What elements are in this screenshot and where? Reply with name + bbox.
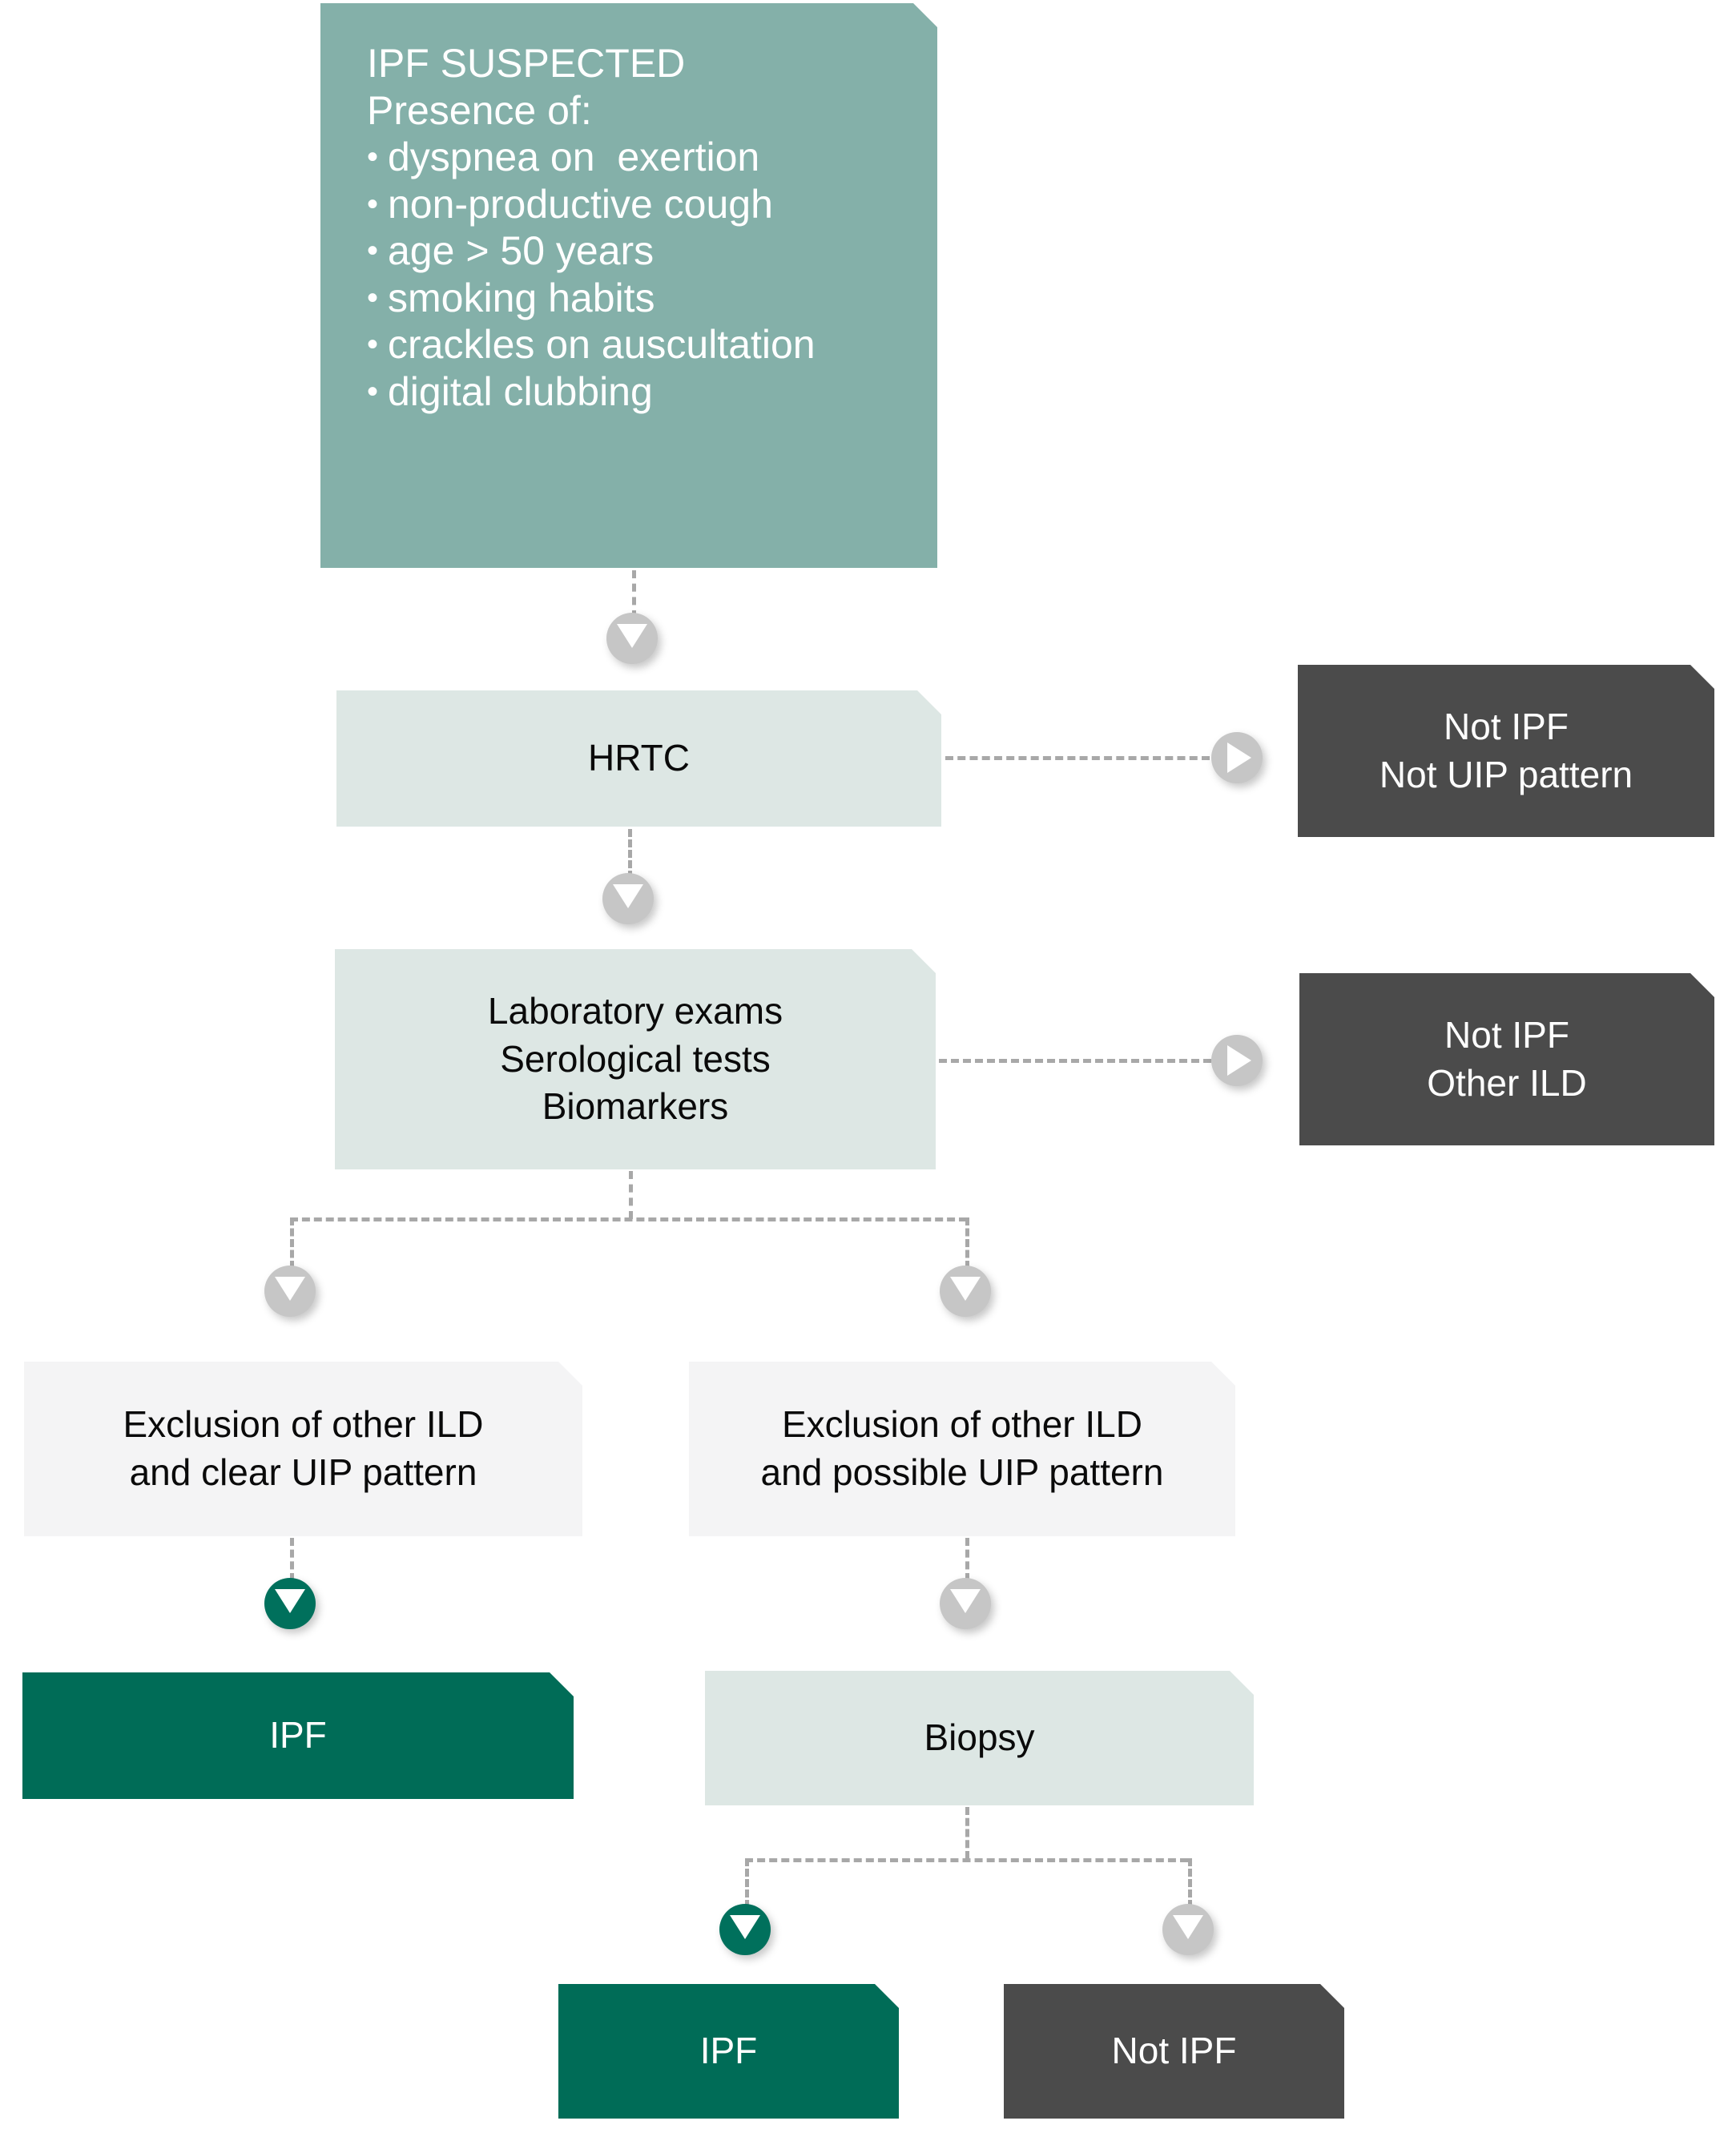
connector-exclusion-possible-to-biopsy <box>965 1538 969 1581</box>
connector-lab-branch-bar <box>290 1217 967 1221</box>
ipf-suspected-bullet-4: • smoking habits <box>367 275 655 322</box>
ipf-suspected-bullet-2-text: non-productive cough <box>388 181 773 227</box>
not-ipf-other-ild-line2: Other ILD <box>1427 1061 1587 1104</box>
bullet-dot-icon: • <box>367 186 379 222</box>
triangle-down-icon <box>950 1589 981 1613</box>
connector-suspected-to-hrtc <box>632 570 636 618</box>
marker-right-to-not-ipf-other-ild <box>1211 1035 1263 1086</box>
triangle-down-icon <box>950 1277 981 1301</box>
ipf-suspected-bullet-3: • age > 50 years <box>367 227 654 275</box>
exclusion-possible-line1: Exclusion of other ILD <box>781 1403 1142 1446</box>
exclusion-possible-line2: and possible UIP pattern <box>760 1451 1164 1493</box>
ipf-bottom-label: IPF <box>699 2030 758 2072</box>
triangle-down-icon <box>613 884 643 908</box>
node-ipf-left: IPF <box>22 1672 574 1799</box>
ipf-suspected-bullet-6: • digital clubbing <box>367 368 653 416</box>
triangle-right-icon <box>1227 1045 1251 1076</box>
marker-down-to-exclusion-clear <box>264 1266 316 1317</box>
triangle-down-icon <box>1173 1915 1203 1939</box>
node-biopsy: Biopsy <box>705 1671 1254 1805</box>
ipf-suspected-bullet-5: • crackles on auscultation <box>367 321 816 368</box>
marker-down-to-ipf-left <box>264 1578 316 1629</box>
connector-biopsy-branch-stem <box>965 1807 969 1859</box>
bullet-dot-icon: • <box>367 233 379 268</box>
exclusion-clear-line1: Exclusion of other ILD <box>123 1403 484 1446</box>
node-laboratory-exams: Laboratory exams Serological tests Bioma… <box>335 949 936 1169</box>
connector-lab-branch-left-drop <box>290 1217 294 1269</box>
node-ipf-bottom: IPF <box>558 1984 899 2119</box>
marker-down-to-exclusion-possible <box>940 1266 991 1317</box>
triangle-down-icon <box>275 1277 305 1301</box>
biopsy-label: Biopsy <box>924 1716 1035 1759</box>
not-ipf-not-uip-line1: Not IPF <box>1444 705 1569 747</box>
node-exclusion-clear-uip: Exclusion of other ILD and clear UIP pat… <box>24 1362 582 1536</box>
bullet-dot-icon: • <box>367 139 379 175</box>
lab-line2: Serological tests <box>500 1037 771 1080</box>
connector-biopsy-branch-left-drop <box>745 1858 749 1908</box>
marker-down-to-biopsy <box>940 1578 991 1629</box>
marker-down-to-not-ipf-bottom <box>1162 1904 1214 1955</box>
connector-lab-branch-right-drop <box>965 1217 969 1269</box>
bullet-dot-icon: • <box>367 373 379 409</box>
ipf-suspected-bullet-4-text: smoking habits <box>388 275 655 320</box>
ipf-suspected-bullet-6-text: digital clubbing <box>388 368 653 414</box>
marker-down-to-ipf-bottom <box>719 1904 771 1955</box>
marker-down-to-lab <box>602 873 654 924</box>
ipf-suspected-bullet-2: • non-productive cough <box>367 181 773 228</box>
triangle-right-icon <box>1227 742 1251 773</box>
not-ipf-bottom-label: Not IPF <box>1111 2030 1237 2072</box>
ipf-suspected-bullet-1-text: dyspnea on exertion <box>388 135 760 179</box>
connector-lab-to-not-ipf-other-ild <box>939 1059 1211 1063</box>
not-ipf-not-uip-line2: Not UIP pattern <box>1379 753 1633 795</box>
lab-line1: Laboratory exams <box>487 989 783 1032</box>
connector-hrtc-to-lab <box>628 829 632 879</box>
ipf-left-label: IPF <box>269 1714 327 1757</box>
node-not-ipf-other-ild: Not IPF Other ILD <box>1299 973 1714 1145</box>
connector-hrtc-to-not-ipf-not-uip <box>945 756 1210 760</box>
hrtc-label: HRTC <box>588 737 690 779</box>
connector-lab-branch-stem <box>629 1171 633 1219</box>
exclusion-clear-line2: and clear UIP pattern <box>129 1451 477 1493</box>
ipf-suspected-bullet-1: • dyspnea on exertion <box>367 134 759 181</box>
node-ipf-suspected: IPF SUSPECTED Presence of: • dyspnea on … <box>320 3 937 568</box>
ipf-suspected-bullet-3-text: age > 50 years <box>388 228 655 273</box>
marker-right-to-not-ipf-not-uip <box>1211 732 1263 783</box>
ipf-suspected-subheading: Presence of: <box>367 87 592 133</box>
lab-line3: Biomarkers <box>542 1085 729 1128</box>
bullet-dot-icon: • <box>367 280 379 316</box>
connector-biopsy-branch-bar <box>745 1858 1188 1862</box>
ipf-suspected-heading: IPF SUSPECTED <box>367 41 686 86</box>
node-hrtc: HRTC <box>336 690 941 827</box>
not-ipf-other-ild-line1: Not IPF <box>1444 1013 1569 1056</box>
marker-down-to-hrtc <box>606 613 658 664</box>
node-not-ipf-bottom: Not IPF <box>1004 1984 1344 2119</box>
triangle-down-icon <box>730 1915 760 1939</box>
connector-biopsy-branch-right-drop <box>1188 1858 1192 1908</box>
triangle-down-icon <box>617 624 647 648</box>
connector-exclusion-clear-to-ipf <box>290 1538 294 1581</box>
node-exclusion-possible-uip: Exclusion of other ILD and possible UIP … <box>689 1362 1235 1536</box>
node-not-ipf-not-uip: Not IPF Not UIP pattern <box>1298 665 1714 837</box>
ipf-suspected-bullet-5-text: crackles on auscultation <box>388 322 816 367</box>
triangle-down-icon <box>275 1589 305 1613</box>
bullet-dot-icon: • <box>367 327 379 362</box>
